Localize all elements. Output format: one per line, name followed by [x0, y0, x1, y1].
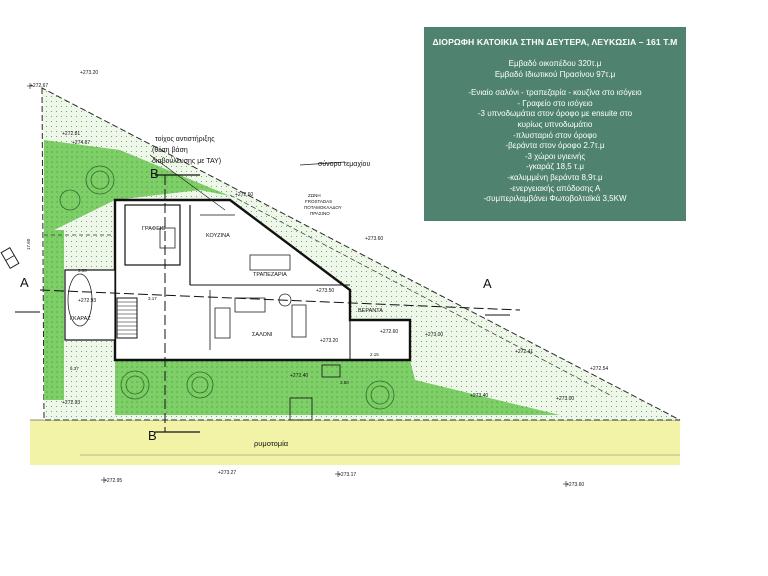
level-1: +272.67	[30, 83, 48, 89]
dim-2: 3.17	[148, 296, 157, 301]
level-3: +272.81	[62, 131, 80, 137]
level-8: +272.93	[78, 298, 96, 304]
level-19: +272.40	[290, 373, 308, 379]
room-garage: ΓΚΑΡΑΖ	[70, 316, 91, 322]
trees	[59, 165, 395, 410]
green-zone-label-1: ΖΩΝΗ	[308, 193, 321, 198]
green-zone-label-2: FROSTADAS	[305, 199, 332, 204]
dim-4: 2.15	[370, 352, 379, 357]
road-line-label: ρυμοτομία	[254, 439, 289, 448]
level-9: +273.00	[425, 332, 443, 338]
house	[64, 198, 412, 421]
level-11: +273.20	[320, 338, 338, 344]
north-arrow-icon	[0, 247, 20, 269]
level-14: +273.00	[556, 396, 574, 402]
section-b-top: B	[150, 166, 159, 181]
feature-line: κυρίως υπνοδωμάτιο	[517, 119, 593, 129]
level-17: +273.17	[338, 472, 356, 478]
section-b-bottom: B	[148, 428, 157, 443]
green-area-text: Εμβαδό Ιδιωτικού Πρασίνου 97τ.μ	[494, 69, 616, 79]
feature-line: -βεράντα στον όροφο 2.7τ.μ	[505, 141, 605, 151]
level-12: +272.41	[515, 349, 533, 355]
feature-line: -ενεργειακής απόδοσης Α	[509, 183, 601, 193]
level-7: +273.50	[316, 288, 334, 294]
feature-line: -3 υπνοδωμάτια στον όροφο με ensuite στο	[477, 109, 633, 119]
room-veranda: ΒΕΡΑΝΤΑ	[358, 308, 383, 314]
level-13: +272.54	[590, 366, 608, 372]
feature-line: -καλυμμένη βεράντα 8,9τ.μ	[507, 172, 603, 182]
feature-line: -συμπεριλαμβάνει Φωτοβολταϊκά 3,5KW	[483, 194, 627, 204]
stairs	[116, 297, 138, 339]
feature-line: -Ενιαίο σαλόνι - τραπεζαρία - κουζίνα στ…	[468, 88, 642, 98]
plot-area-text: Εμβαδό οικοπέδου 320τ.μ	[508, 59, 602, 68]
section-a-right: A	[483, 276, 492, 291]
room-living: ΣΑΛΟΝΙ	[252, 332, 273, 338]
retaining-wall-line-1: τοίχος αντιστήριξης	[155, 135, 215, 143]
green-zone-southeast	[350, 360, 560, 415]
feature-line: -3 χώροι υγιεινής	[524, 151, 586, 161]
level-16: +273.27	[218, 470, 236, 476]
level-markers: +272.67 +273.20 +272.81 +274.67 +272.60 …	[30, 70, 608, 488]
level-20: +272.93	[62, 400, 80, 406]
road-strip	[30, 420, 680, 465]
green-zone-label-3: ΠΟΤΑΜΟΚΛΑΔΟΥ	[304, 205, 342, 210]
level-5: +272.60	[235, 192, 253, 198]
feature-line: -γκαράζ 18,5 τ.μ	[526, 162, 584, 172]
project-info-panel: ΔΙΟΡΩΦΗ ΚΑΤΟΙΚΙΑ ΣΤΗΝ ΔΕΥΤΕΡΑ, ΛΕΥΚΩΣΙΑ …	[424, 27, 686, 221]
garage-area	[64, 269, 116, 341]
project-title: ΔΙΟΡΩΦΗ ΚΑΤΟΙΚΙΑ ΣΤΗΝ ΔΕΥΤΕΡΑ, ΛΕΥΚΩΣΙΑ …	[432, 37, 678, 47]
plot-boundary-label: σύνορο τεμαχίου	[318, 160, 370, 168]
room-kitchen: ΚΟΥΖΙΝΑ	[206, 233, 230, 239]
level-18: +273.60	[566, 482, 584, 488]
level-6: +273.60	[365, 236, 383, 242]
room-dining: ΤΡΑΠΕΖΑΡΙΑ	[253, 272, 287, 278]
room-office: ΓΡΑΦΕΙΟ	[142, 226, 166, 232]
level-10: +272.60	[380, 329, 398, 335]
level-4: +274.67	[72, 140, 90, 146]
dim-1: 3.00	[78, 268, 87, 273]
plan-labels: ΓΡΑΦΕΙΟ ΚΟΥΖΙΝΑ ΤΡΑΠΕΖΑΡΙΑ ΣΑΛΟΝΙ ΒΕΡΑΝΤ…	[20, 135, 492, 448]
feature-line: -πλυσταριό στον όροφο	[513, 130, 597, 140]
level-21: +273.40	[470, 393, 488, 399]
dim-6: 17.60	[26, 238, 31, 250]
section-lines	[39, 175, 521, 432]
dim-3: 5.37	[70, 366, 79, 371]
dim-5: 3.50	[340, 380, 349, 385]
furniture	[67, 227, 307, 339]
retaining-wall-line-3: διαβούλευσης με ΤΑΥ)	[152, 157, 221, 165]
green-zone-label-4: ΠΡΑΣΙΝΟ	[310, 211, 330, 216]
green-zone-left	[44, 140, 230, 235]
retaining-wall-line-2: (θέση βάση	[152, 146, 188, 154]
feature-line: - Γραφείο στο ισόγειο	[517, 98, 593, 108]
level-2: +273.20	[80, 70, 98, 76]
green-zone-west	[44, 230, 64, 400]
level-15: +272.95	[104, 478, 122, 484]
section-a-left: A	[20, 275, 29, 290]
